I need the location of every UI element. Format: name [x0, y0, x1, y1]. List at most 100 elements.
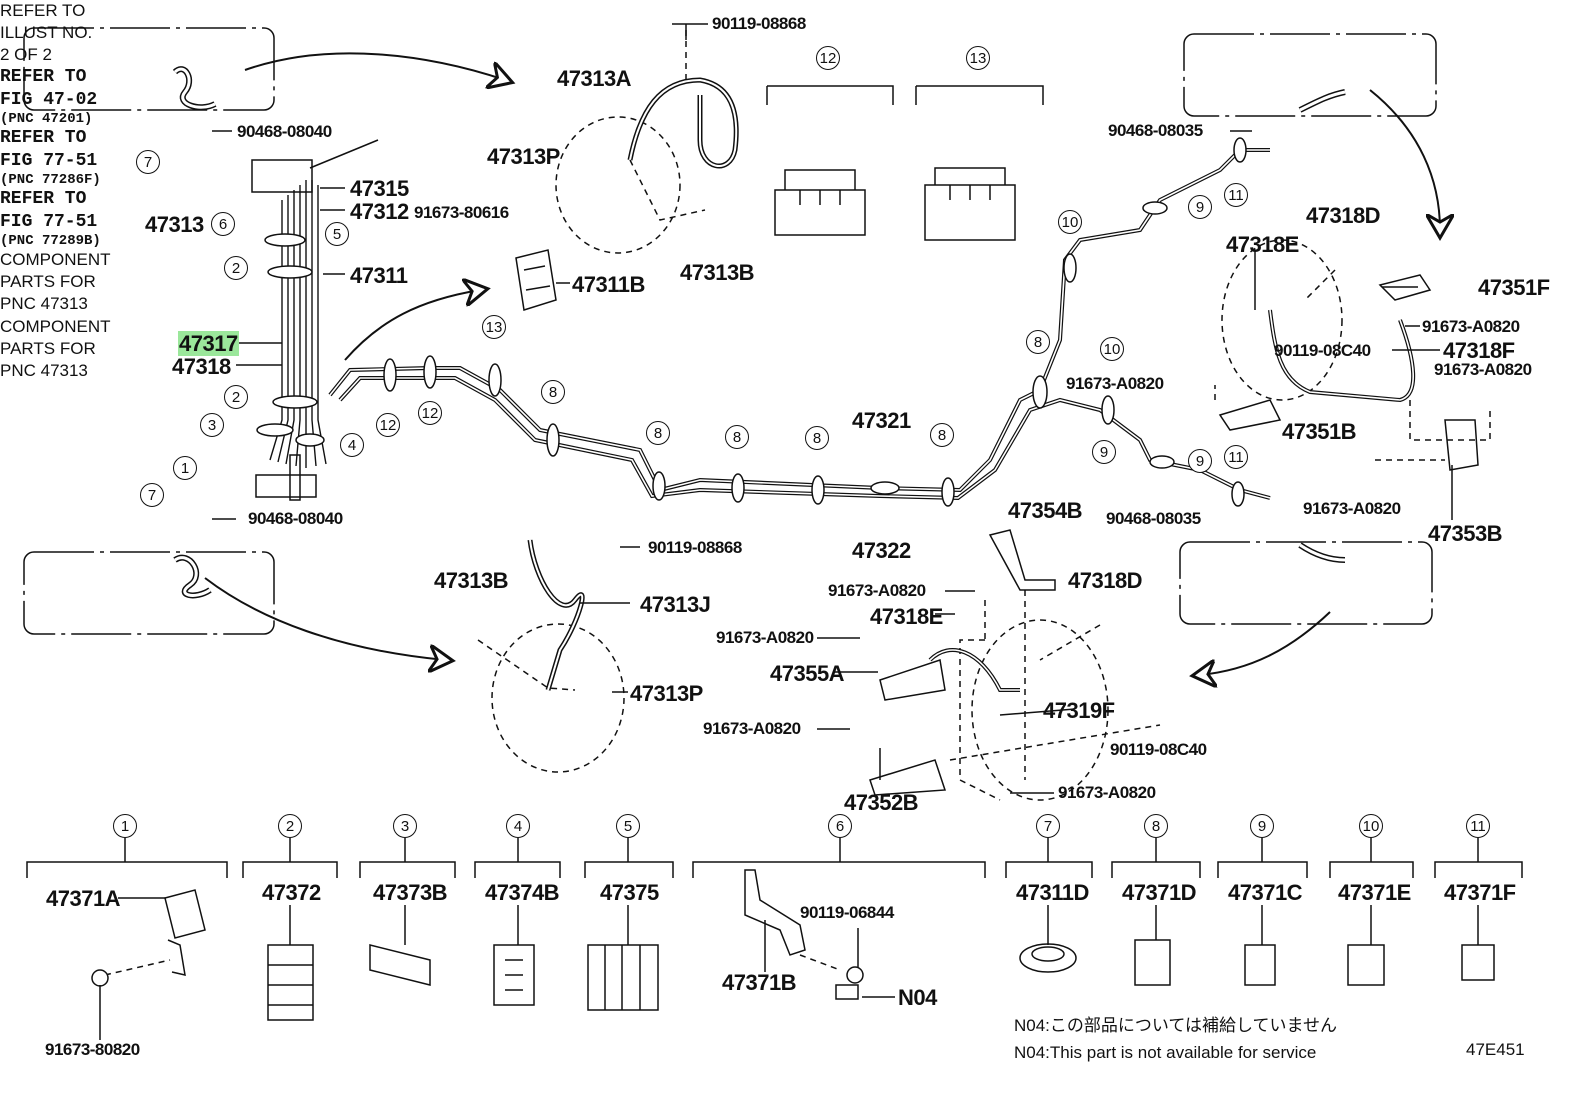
note-component-2: COMPONENT PARTS FOR PNC 47313 [0, 316, 111, 380]
callout-8-a: 8 [541, 380, 565, 404]
label-91673-A0820-m3[interactable]: 91673-A0820 [703, 719, 801, 738]
label-47371D[interactable]: 47371D [1122, 880, 1197, 905]
label-47372[interactable]: 47372 [262, 880, 321, 905]
callout-9-c: 9 [1188, 449, 1212, 473]
label-47311B[interactable]: 47311B [572, 272, 645, 297]
label-47313B-top[interactable]: 47313B [680, 260, 755, 285]
label-90468-08040-bottom[interactable]: 90468-08040 [248, 509, 343, 528]
label-47313P-bottom[interactable]: 47313P [630, 681, 703, 706]
label-47313P-top[interactable]: 47313P [487, 144, 560, 169]
label-91673-A0820-m2[interactable]: 91673-A0820 [716, 628, 814, 647]
inset-box-top-left [23, 27, 275, 111]
note-pnc-47201: (PNC 47201) [0, 111, 93, 128]
callout-8-f: 8 [1026, 330, 1050, 354]
label-47353B[interactable]: 47353B [1428, 521, 1503, 546]
label-47315[interactable]: 47315 [350, 176, 409, 201]
label-47313[interactable]: 47313 [145, 212, 204, 237]
detail-circle-right [1221, 239, 1343, 401]
callout-12-a: 12 [376, 413, 400, 437]
label-91673-80616[interactable]: 91673-80616 [414, 203, 509, 222]
label-91673-A0820-m4[interactable]: 91673-A0820 [1058, 783, 1156, 802]
callout-row-6: 6 [828, 814, 852, 838]
label-47352B[interactable]: 47352B [844, 790, 919, 815]
label-47319F[interactable]: 47319F [1043, 698, 1115, 723]
label-47351B[interactable]: 47351B [1282, 419, 1357, 444]
label-N04[interactable]: N04 [898, 985, 937, 1010]
label-91673-A0820-r2[interactable]: 91673-A0820 [1066, 374, 1164, 393]
note-en: N04:This part is not available for servi… [1014, 1043, 1317, 1062]
label-90468-08035-top[interactable]: 90468-08035 [1108, 121, 1203, 140]
diagram-code: 47E451 [1466, 1040, 1525, 1059]
label-47313A[interactable]: 47313A [557, 66, 632, 91]
label-47371A[interactable]: 47371A [46, 886, 121, 911]
detail-circle-lower-right [971, 619, 1109, 801]
label-90119-08C40-bottom[interactable]: 90119-08C40 [1110, 740, 1207, 759]
label-47374B[interactable]: 47374B [485, 880, 560, 905]
callout-10-a: 10 [1058, 210, 1082, 234]
label-47371B[interactable]: 47371B [722, 970, 797, 995]
label-47312[interactable]: 47312 [350, 199, 409, 224]
note-pnc-77289b: (PNC 77289B) [0, 233, 101, 250]
label-47373B[interactable]: 47373B [373, 880, 448, 905]
label-47311D[interactable]: 47311D [1016, 880, 1089, 905]
label-47318D-top[interactable]: 47318D [1306, 203, 1381, 228]
label-91673-A0820-r3[interactable]: 91673-A0820 [1434, 360, 1532, 379]
label-47354B[interactable]: 47354B [1008, 498, 1083, 523]
inset-box-bottom-right [1179, 541, 1433, 625]
callout-13-group: 13 [966, 46, 990, 70]
arrow-top-left [244, 52, 505, 80]
label-91673-A0820-r4[interactable]: 91673-A0820 [1303, 499, 1401, 518]
label-47371C[interactable]: 47371C [1228, 880, 1303, 905]
label-90468-08035-bottom[interactable]: 90468-08035 [1106, 509, 1201, 528]
inset-box-top-right [1183, 33, 1437, 117]
label-90119-08868-bottom[interactable]: 90119-08868 [648, 538, 742, 557]
label-47355A[interactable]: 47355A [770, 661, 845, 686]
label-47313B-bottom[interactable]: 47313B [434, 568, 509, 593]
callout-11-a: 11 [1224, 183, 1248, 207]
arrow-top-right [1369, 89, 1440, 230]
callout-row-9: 9 [1250, 814, 1274, 838]
label-90119-06844[interactable]: 90119-06844 [800, 903, 894, 922]
label-90119-08C40-top[interactable]: 90119-08C40 [1274, 341, 1371, 360]
note-pnc-77286f: (PNC 77286F) [0, 172, 101, 189]
label-47375[interactable]: 47375 [600, 880, 659, 905]
callout-4: 4 [340, 433, 364, 457]
label-47318D-bottom[interactable]: 47318D [1068, 568, 1143, 593]
label-90468-08040-top[interactable]: 90468-08040 [237, 122, 332, 141]
callout-row-1: 1 [113, 814, 137, 838]
callout-12-group: 12 [816, 46, 840, 70]
callout-row-3: 3 [393, 814, 417, 838]
label-47318[interactable]: 47318 [172, 354, 231, 379]
label-47313J[interactable]: 47313J [640, 592, 711, 617]
label-47371E[interactable]: 47371E [1338, 880, 1411, 905]
label-47318F[interactable]: 47318F [1443, 338, 1515, 363]
label-47318E-top[interactable]: 47318E [1226, 232, 1299, 257]
label-47318E-bottom[interactable]: 47318E [870, 604, 943, 629]
callout-11-b: 11 [1224, 445, 1248, 469]
note-jp: N04:この部品については補給していません [1014, 1016, 1338, 1035]
label-47322[interactable]: 47322 [852, 538, 911, 563]
callout-2-top: 2 [224, 256, 248, 280]
label-47321[interactable]: 47321 [852, 408, 911, 433]
label-91673-A0820-m1[interactable]: 91673-A0820 [828, 581, 926, 600]
callout-9-a: 9 [1188, 195, 1212, 219]
label-47351F[interactable]: 47351F [1478, 275, 1550, 300]
label-91673-80820[interactable]: 91673-80820 [45, 1040, 140, 1059]
label-90119-08868-top[interactable]: 90119-08868 [712, 14, 806, 33]
callout-7-bottom: 7 [140, 483, 164, 507]
label-47311[interactable]: 47311 [350, 263, 408, 288]
label-47371F[interactable]: 47371F [1444, 880, 1516, 905]
callout-5: 5 [325, 222, 349, 246]
detail-circle-top [555, 116, 681, 254]
note-component-1: COMPONENT PARTS FOR PNC 47313 [0, 250, 111, 314]
callout-row-2: 2 [278, 814, 302, 838]
label-47317[interactable]: 47317 [178, 331, 239, 356]
label-91673-A0820-r1[interactable]: 91673-A0820 [1422, 317, 1520, 336]
callout-12-b: 12 [418, 401, 442, 425]
callout-8-e: 8 [930, 423, 954, 447]
callout-row-7: 7 [1036, 814, 1060, 838]
callout-row-5: 5 [616, 814, 640, 838]
arrow-bottom-right [1200, 611, 1331, 675]
